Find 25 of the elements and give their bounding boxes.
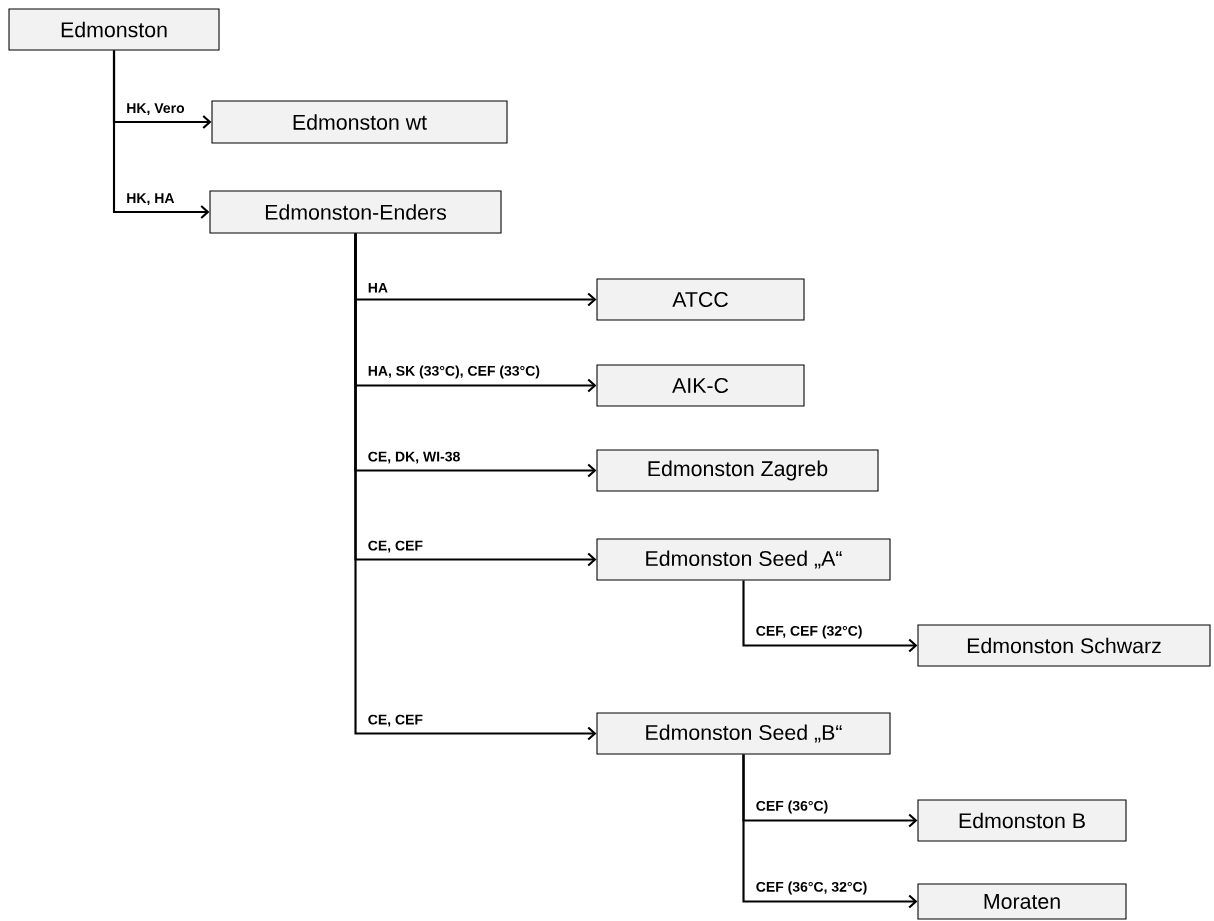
arrow — [112, 50, 210, 219]
strain-box: Edmonston Seed „B“ — [596, 712, 891, 755]
arrow — [742, 754, 918, 909]
edge-label: CEF (36°C, 32°C) — [754, 880, 869, 896]
edge-label: CEF (36°C) — [754, 799, 830, 815]
strain-box: Edmonston — [8, 8, 220, 51]
strain-box: Edmonston B — [917, 799, 1127, 842]
edge-label: HA — [366, 281, 390, 294]
edge-label: CE, CEF — [366, 539, 425, 554]
edge-label: HK, Vero — [124, 101, 186, 117]
arrow — [354, 233, 597, 741]
edge-label: CE, DK, WI-38 — [366, 450, 462, 465]
strain-box: Edmonston Schwarz — [917, 624, 1211, 667]
strain-box: ATCC — [596, 278, 805, 321]
strain-box: Edmonston-Enders — [209, 190, 502, 234]
strain-box: Moraten — [917, 883, 1127, 920]
strain-box: Edmonston Zagreb — [596, 449, 879, 492]
edge-label: CE, CEF — [366, 713, 425, 728]
arrow — [742, 580, 918, 653]
edge-label: CEF, CEF (32°C) — [754, 624, 864, 640]
strain-box: Edmonston wt — [211, 100, 508, 144]
edge-label: HA, SK (33°C), CEF (33°C) — [366, 364, 542, 380]
edge-label: HK, HA — [124, 191, 176, 207]
strain-box: Edmonston Seed „A“ — [596, 538, 891, 581]
strain-box: AIK-C — [596, 364, 805, 407]
